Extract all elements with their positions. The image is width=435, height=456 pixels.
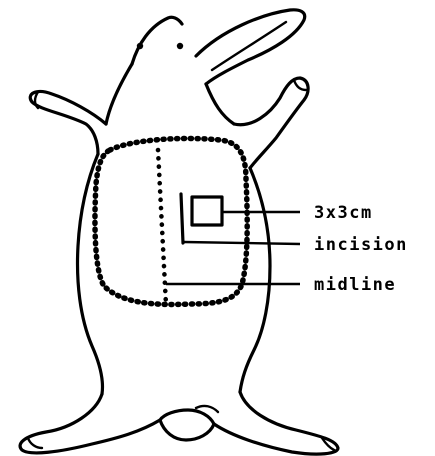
left-foreleg — [30, 92, 106, 154]
incision-mark — [181, 194, 183, 243]
body-left-side — [78, 154, 103, 394]
left-hind-toes — [28, 438, 42, 448]
right-foreleg — [234, 78, 308, 168]
right-eye — [177, 43, 183, 49]
left-eye — [137, 43, 143, 49]
snout — [168, 17, 182, 24]
incision-leader-line — [184, 242, 300, 244]
left-hind-leg — [20, 394, 160, 453]
tail — [160, 410, 214, 440]
midline-line — [158, 150, 166, 305]
incision-label: incision — [314, 235, 408, 255]
midline-label: midline — [314, 275, 396, 295]
left-ear — [106, 64, 132, 124]
area-label: 3x3cm — [314, 203, 373, 223]
right-neck — [206, 84, 234, 124]
right-ear — [196, 10, 305, 84]
right-hind-leg — [214, 392, 338, 454]
sample-square — [192, 197, 222, 225]
head-outline — [132, 18, 168, 64]
shaved-area-outline — [95, 138, 247, 304]
